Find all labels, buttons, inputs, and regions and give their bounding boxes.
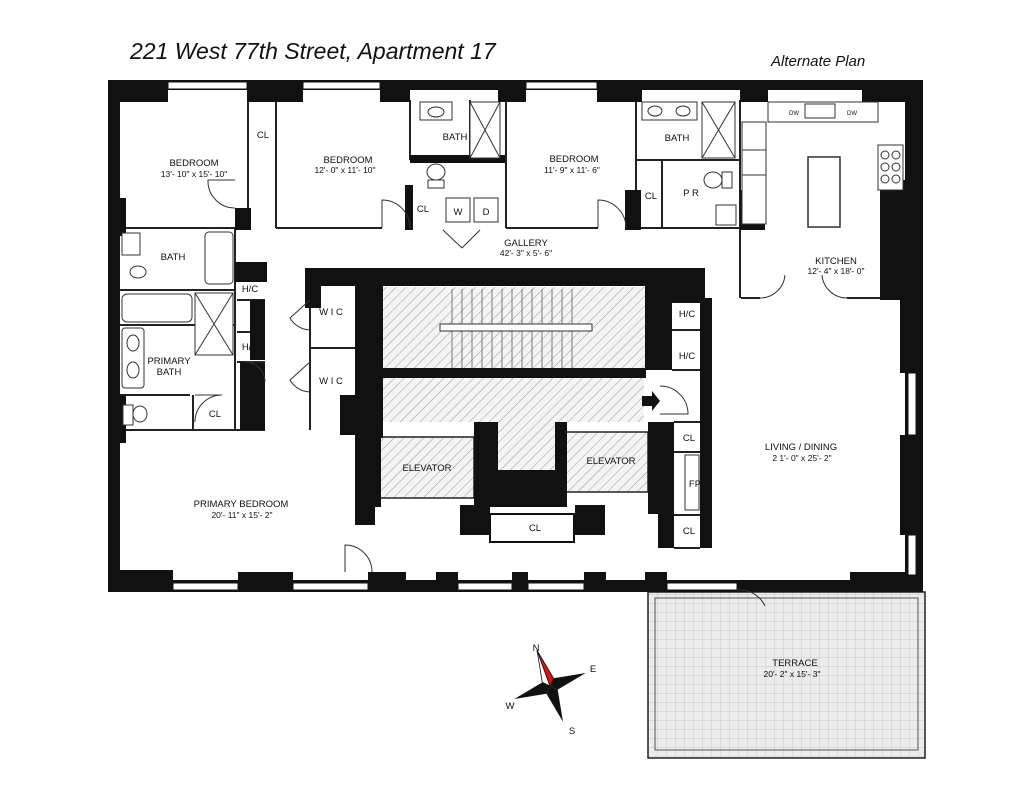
compass-north: N: [533, 643, 540, 654]
primary-bedroom-dims: 20'- 11" x 15'- 2": [211, 510, 272, 520]
hc-label: H/C: [679, 309, 696, 320]
compass-west: W: [506, 701, 515, 712]
closet-label: CL: [683, 526, 695, 537]
gallery-name: GALLERY: [504, 238, 548, 249]
bedroom2-dims: 12'- 0" x 11'- 10": [314, 165, 375, 175]
fireplace-label: FP: [689, 479, 701, 490]
bedroom2-name: BEDROOM: [323, 155, 372, 166]
bedroom1-name: BEDROOM: [169, 158, 218, 169]
closet-label: CL: [529, 523, 541, 534]
hc-label: H/C: [242, 284, 259, 295]
dryer-label: D: [483, 207, 490, 218]
hc-label: H/C: [242, 342, 259, 353]
wic-label: W I C: [319, 376, 343, 387]
compass-south: S: [569, 726, 575, 737]
hc-label: H/C: [679, 351, 696, 362]
room-labels: BEDROOM 13'- 10" x 15'- 10" BEDROOM 12'-…: [147, 111, 864, 679]
bottom-closet: [489, 513, 575, 543]
wic-label: W I C: [319, 307, 343, 318]
bath-label: BATH: [665, 133, 690, 144]
doors: [194, 179, 848, 607]
fixtures: [121, 101, 904, 511]
dishwasher-label: DW: [789, 111, 799, 117]
plan-title: 221 West 77th Street, Apartment 17: [130, 38, 496, 64]
bath-label: BATH: [443, 132, 468, 143]
windows: [167, 81, 917, 591]
elevator-label: ELEVATOR: [402, 463, 451, 474]
closet-label: CL: [683, 433, 695, 444]
terrace-name: TERRACE: [772, 658, 817, 669]
bedroom3-name: BEDROOM: [549, 154, 598, 165]
primary-bedroom-name: PRIMARY BEDROOM: [194, 499, 289, 510]
bedroom1-dims: 13'- 10" x 15'- 10": [161, 169, 227, 179]
bath-label: BATH: [161, 252, 186, 263]
dishwasher-label: DW: [847, 111, 857, 117]
living-dims: 2 1'- 0" x 25'- 2": [772, 453, 831, 463]
primary-bath-label-line2: BATH: [157, 367, 182, 378]
elevator-label: ELEVATOR: [586, 456, 635, 467]
primary-bath-label-line1: PRIMARY: [147, 356, 191, 367]
living-name: LIVING / DINING: [765, 442, 837, 453]
compass-rose: [514, 650, 586, 722]
kitchen-name: KITCHEN: [815, 256, 857, 267]
closet-label: CL: [209, 409, 221, 420]
closet-label: CL: [257, 130, 269, 141]
bedroom3-dims: 11'- 9" x 11'- 6": [544, 165, 600, 175]
gallery-dims: 42'- 3" x 5'- 6": [500, 248, 552, 258]
terrace-dims: 20'- 2" x 15'- 3": [763, 669, 820, 679]
entry-arrow-icon: [642, 391, 660, 411]
terrace: [647, 591, 926, 759]
washer-label: W: [454, 207, 463, 218]
closet-label: CL: [417, 204, 429, 215]
powder-room-label: P R: [683, 188, 699, 199]
closet-label: CL: [645, 191, 657, 202]
plan-subtitle: Alternate Plan: [771, 53, 866, 70]
compass-east: E: [590, 664, 596, 675]
kitchen-dims: 12'- 4" x 18'- 0": [807, 266, 864, 276]
